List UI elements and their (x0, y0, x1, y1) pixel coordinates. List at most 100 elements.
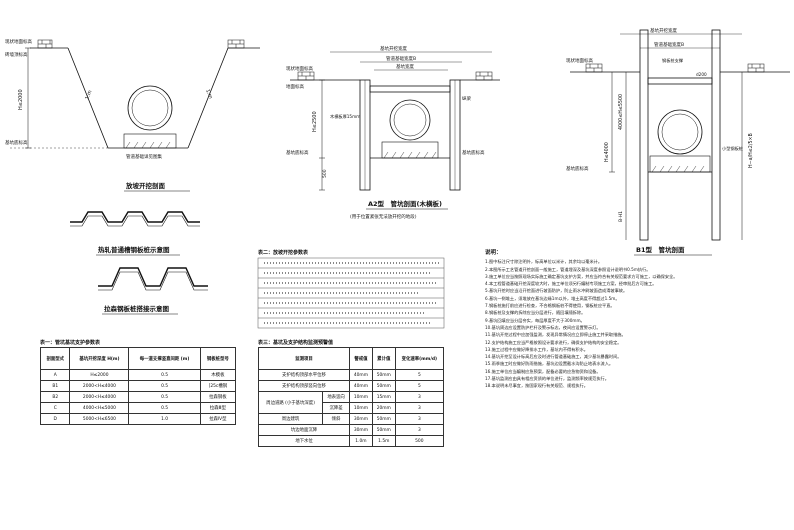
table-cell: 50mm (371, 413, 396, 425)
notes-lines: 1.图中标注尺寸除注明外，标高单位以米计，其余均以毫米计。2.本图所示工艺管道开… (485, 258, 785, 389)
table-cell: 倾斜 (322, 413, 350, 425)
brick-wall-left (37, 39, 245, 49)
table-cell: 拉森Ⅳ型 (199, 413, 237, 425)
table-cell: A (39, 369, 71, 381)
b1-label-bottom: 基坑底标高 (566, 165, 589, 172)
table-cell: 0.5 (128, 391, 201, 403)
table-cell: D (39, 413, 71, 425)
table-cell: 0.5 (128, 380, 201, 392)
table2-caption: 表二：放坡开挖参数表 (258, 250, 309, 256)
table3-caption: 表三：基坑及支护结构监测预警值 (258, 340, 334, 346)
table-header-cell: 变化速率(mm/d) (394, 347, 445, 370)
a2-section (290, 51, 500, 191)
a2-label-bottom-right: 基坑底标高 (462, 149, 485, 156)
table-cell: 50mm (371, 424, 396, 436)
table-cell: 木模板 (199, 369, 237, 381)
table-header-cell: 基坑开挖深度 H(m) (69, 347, 130, 370)
channel-sheet-pile (70, 211, 200, 227)
note-line: 5.基坑开挖时应当沿开挖面进行坡面防护，防止雨水冲刷坡面造成滑坡事故。 (485, 288, 628, 294)
note-line: 16.施工单位应当编制应急预案，配备必要的应急物资和设备。 (485, 368, 601, 374)
b1-label-excavation-width: 基坑开挖宽度 (650, 27, 677, 34)
note-line: 17.基坑监测应由具有相应资质的单位进行，监测频率按规范执行。 (485, 376, 609, 382)
table-cell: 沉降差 (322, 402, 350, 414)
table-cell: 50mm (371, 380, 396, 392)
note-line: 11.基坑开挖过程中应加强监测，发现异常情况应立即停止施工并采取措施。 (485, 332, 626, 338)
label-slope-right: 1:m (204, 89, 213, 100)
table-cell: 周边建筑 (257, 413, 324, 425)
a2-label-ground: 现状地面标高 (286, 65, 313, 72)
b1-label-support: 钢板桩支撑 (662, 57, 684, 64)
table-cell: 5000<H≤6500 (69, 413, 130, 425)
b1-label-bh1: B-H1 (618, 211, 624, 222)
table-cell: 500 (394, 435, 445, 447)
table-cell: 周边道路 (小于基坑深度) (257, 391, 324, 414)
table-cell: B1 (39, 380, 71, 392)
table-cell: 支护结构顶部水平位移 (258, 369, 350, 381)
b1-label-d200: d200 (696, 72, 707, 77)
drawing1-title: 放坡开挖剖面 (125, 181, 166, 190)
table-cell: 3 (394, 402, 445, 414)
label-slope-left: 1:m (84, 89, 93, 100)
table-cell: 20mm (371, 402, 396, 414)
note-line: 9.基坑回填应当分层夯实，每层厚度不大于300mm。 (485, 317, 585, 323)
note-line: 7.钢板桩施打前应进行检查，不合格钢板桩不得使用，钢板桩应平直。 (485, 303, 615, 309)
table-header-cell: 剖面型式 (39, 347, 71, 370)
note-line: 6.基坑一侧堆土，须堆放在基坑边缘1m以外，堆土高度不得超过1.5m。 (485, 295, 620, 301)
table-header-cell: 警戒值 (349, 347, 373, 370)
table-cell: [25c槽钢 (199, 380, 237, 392)
a2-label-beam: 纵梁 (462, 95, 471, 102)
note-line: 1.图中标注尺寸除注明外，标高单位以米计，其余均以毫米计。 (485, 259, 603, 265)
table-header-cell: 监测项目 (258, 347, 350, 370)
table-cell: 10mm (349, 391, 373, 403)
sheet-pile1-title: 热轧普通槽钢板桩示意图 (98, 245, 170, 254)
b1-section (570, 29, 790, 241)
table-cell: 10mm (349, 402, 373, 414)
table-cell: 30mm (349, 413, 373, 425)
notes-title: 说明： (485, 250, 502, 256)
table-cell: 地下水位 (258, 435, 350, 447)
table-cell: 2000<H≤4000 (69, 380, 130, 392)
note-line: 18.本说明未尽事宜，按国家现行有关规范、规程执行。 (485, 383, 588, 389)
table-cell: 4000<H≤5000 (69, 402, 130, 414)
table-cell: 40mm (349, 369, 373, 381)
slope-excavation-section (10, 39, 260, 149)
table-cell: 1.0 (128, 413, 201, 425)
table-cell: 30mm (349, 424, 373, 436)
table-header-cell: 每一道支撑竖直间距 (m) (128, 347, 201, 370)
table-cell: C (39, 402, 71, 414)
note-line: 2.本图所示工艺管道开挖剖面一般施工，管道埋深及基坑深度参照设计说明书0.5m执… (485, 266, 651, 272)
table-cell: 5 (394, 369, 445, 381)
note-line: 10.基坑周边应设置防护栏杆及警示标志，夜间应设置警示灯。 (485, 324, 601, 330)
a2-label-excavation-width: 基坑开挖宽度 (380, 45, 407, 52)
a2-label-depth: H≤2500 (312, 111, 318, 132)
label-existing-ground: 现状地面标高 (5, 38, 32, 45)
table-cell: 3 (394, 413, 445, 425)
b1-label-ground: 现状地面标高 (566, 57, 593, 64)
note-line: 13.施工过程中应做好降排水工作，基坑内不得有积水。 (485, 346, 588, 352)
label-depth: H≤2000 (18, 89, 24, 110)
sheet-pile2-title: 拉森钢板桩搭接示意图 (104, 304, 170, 313)
label-wall-top: 砖墙顶标高 (5, 51, 28, 58)
b1-label-small-pile: 小型钢板桩 (722, 145, 743, 152)
a2-label-500: 500 (322, 169, 328, 178)
table-cell: 0.5 (128, 402, 201, 414)
drawing2-title: A2型 管坑剖面(木横板) (368, 199, 442, 208)
table-cell: 2000<H≤4000 (69, 391, 130, 403)
a2-label-ground-level: 地面标高 (286, 83, 304, 90)
table-cell: 坑边地面沉降 (258, 424, 350, 436)
a2-label-pit-width: 基坑宽度 (396, 63, 414, 70)
note-line: 4.本工程管道基础开挖深度较大时，施工单位须另行编制专项施工方案，经审批后方可施… (485, 281, 657, 287)
note-line: 12.支护结构施工应当严格按照设计要求进行，确保支护结构的安全稳定。 (485, 339, 622, 345)
